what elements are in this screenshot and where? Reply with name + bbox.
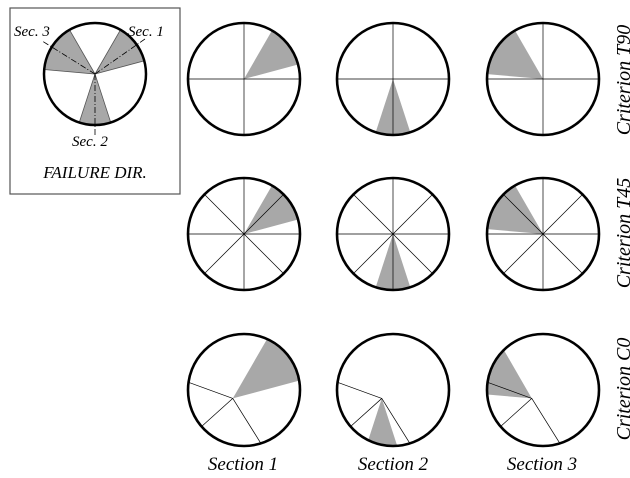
circle-fill [487,334,599,446]
circle-outline [335,332,451,448]
criterion-line-3 [381,398,411,444]
inset-circle-outline [42,21,148,127]
failure-sector [244,30,299,79]
circle-outline [186,176,302,292]
criterion-line-8 [392,233,433,274]
criterion-line-2 [392,194,433,235]
column-label-section-3: Section 3 [507,454,577,475]
criterion-line-1 [487,381,532,399]
diagram-c0-section-2 [335,332,451,448]
diagram-t45-section-2 [335,176,451,292]
column-label-section-2: Section 2 [358,454,429,475]
criterion-line-4 [353,194,394,235]
inset-label-sec2: Sec. 2 [72,134,108,150]
diagram-c0-section-1 [186,332,302,448]
diagram-c0-section-3 [485,332,601,448]
row-label-t90: Criterion T90 [613,25,630,136]
inset-axis-1 [94,37,147,75]
criterion-line-1 [337,381,382,399]
circle-outline [485,21,601,137]
criterion-line-6 [503,233,544,274]
failure-sector [368,398,398,446]
diagram-t90-section-2 [335,21,451,137]
circle-outline [485,332,601,448]
criterion-line-2 [500,398,533,427]
row-label-c0: Criterion C0 [613,338,630,441]
column-label-section-1: Section 1 [208,454,278,475]
inset-label-sec3: Sec. 3 [14,24,50,40]
criterion-line-2 [350,398,383,427]
circle-outline [335,21,451,137]
failure-sector [232,338,300,399]
inset-caption: FAILURE DIR. [42,163,147,182]
circle-fill [337,334,449,446]
criterion-line-1 [188,381,233,399]
diagram-t45-section-1 [186,176,302,292]
criterion-line-6 [353,233,394,274]
circle-outline [186,332,302,448]
diagram-t45-section-3 [485,176,601,292]
diagram-t90-section-3 [485,21,601,137]
inset-axis-3 [41,40,96,75]
circle-outline [335,176,451,292]
criterion-line-2 [243,194,284,235]
criterion-line-2 [201,398,234,427]
diagram-t90-section-1 [186,21,302,137]
criterion-line-8 [243,233,284,274]
inset-legend: Sec. 3 Sec. 1 Sec. 2 FAILURE DIR. [9,7,181,195]
inset-label-sec1: Sec. 1 [128,24,164,40]
inset-diagram [41,21,148,137]
criterion-line-3 [531,398,561,444]
criterion-line-8 [542,233,583,274]
circle-outline [485,176,601,292]
criterion-line-4 [204,194,245,235]
criterion-line-3 [232,398,262,444]
criterion-line-4 [503,194,544,235]
row-label-t45: Criterion T45 [613,178,630,289]
circle-outline [186,21,302,137]
diagram-grid [186,21,601,448]
criterion-line-2 [542,194,583,235]
criterion-line-6 [204,233,245,274]
failure-sector [244,185,299,234]
